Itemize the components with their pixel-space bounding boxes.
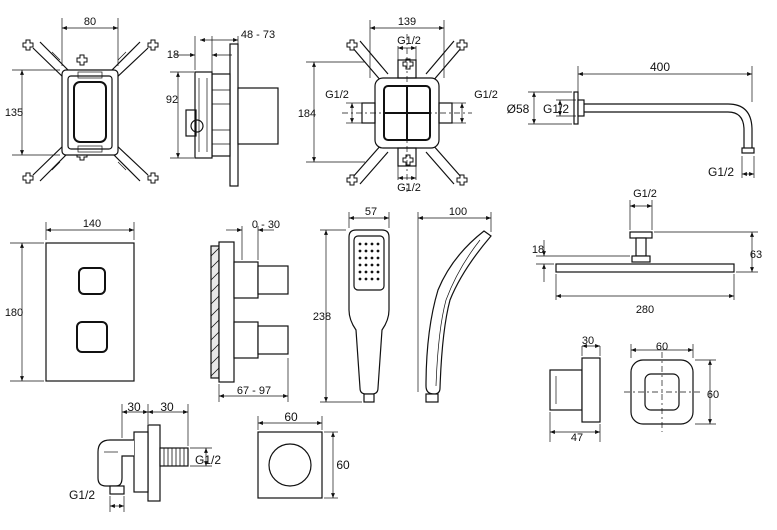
hand-shower-width: 57 [365,206,377,218]
elbow-side-depth: 30 [582,335,594,347]
cover-projection: 0 - 30 [252,219,280,231]
hand-shower-front: 57 238 [313,206,390,403]
wall-elbow-side: 30 47 [549,335,601,444]
elbow-side-length: 47 [571,432,583,444]
valve-side-depth: 48 - 73 [241,29,275,41]
holder-thread-outlet: G1/2 [195,453,221,467]
port-bottom-label: G1/2 [397,182,421,194]
elbow-front-width: 60 [656,341,668,353]
holder-depth-b: 30 [160,400,174,414]
valve-side-offset: 18 [167,49,179,61]
arm-thread-wall: G1/2 [543,102,569,116]
arm-length: 400 [650,60,670,74]
cover-depth: 67 - 97 [237,385,271,397]
holder-plate-height: 60 [336,458,350,472]
valve-front-height: 135 [5,107,23,119]
overhead-width: 280 [636,304,654,316]
overhead-thread: G1/2 [633,188,657,200]
arm-thread-outlet: G1/2 [708,165,734,179]
elbow-front-height: 60 [707,389,719,401]
wall-holder-side: 30 30 G1/2 G1/2 [69,400,221,512]
hand-shower-side: 100 [417,206,492,403]
cover-height: 180 [5,307,23,319]
valve-side-height: 92 [166,94,178,106]
port-left-label: G1/2 [325,89,349,101]
hand-shower-side-width: 100 [449,206,467,218]
holder-depth-a: 30 [127,400,141,414]
valve-front-width: 80 [84,16,96,28]
overhead-h1: 18 [532,244,544,256]
port-right-label: G1/2 [474,89,498,101]
valve-front-view: 80 135 [5,16,159,184]
wall-elbow-front: 60 60 [624,341,719,432]
hand-shower-height: 238 [313,311,331,323]
valve-ports-view: 139 184 G1/2 G1/2 G1/2 G1/2 [298,16,498,194]
valve-side-view: 92 18 48 - 73 [166,29,279,187]
port-top-label: G1/2 [397,35,421,47]
cover-plate-front: 140 180 [5,218,135,382]
holder-plate-front: 60 60 [257,410,350,499]
overhead-h2: 63 [750,249,762,261]
holder-plate-width: 60 [284,410,298,424]
ports-height: 184 [298,108,316,120]
cover-side-view: 0 - 30 67 - 97 [210,219,289,402]
ports-width: 139 [398,16,416,28]
holder-thread-inlet: G1/2 [69,488,95,502]
arm-flange-dia: Ø58 [507,102,530,116]
overhead-shower-view: G1/2 18 63 280 [532,188,762,316]
cover-width: 140 [83,218,101,230]
shower-arm-view: 400 Ø58 G1/2 G1/2 [507,60,755,179]
